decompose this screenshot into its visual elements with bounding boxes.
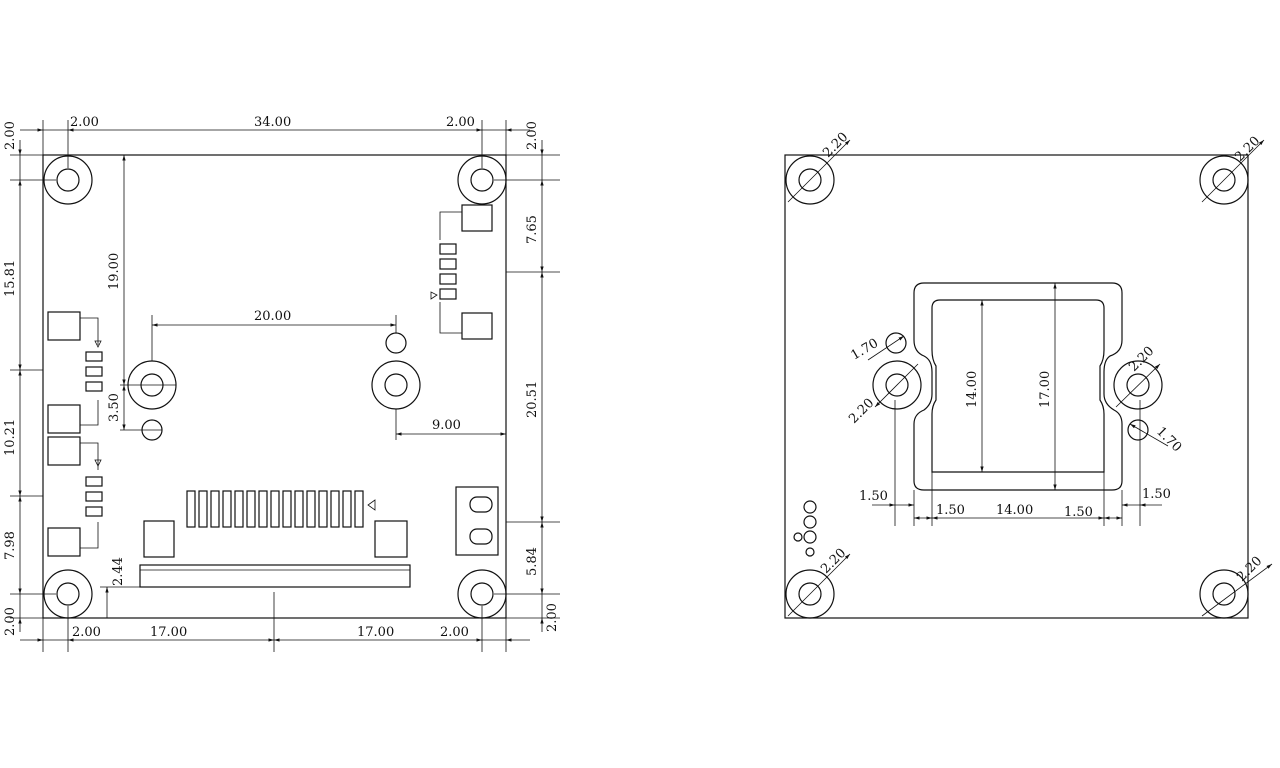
back-bottom-left-inner: 1.50 (936, 503, 965, 518)
back-corner-hole-tl: 2.20 (820, 130, 851, 161)
lens-holder-outline (913, 282, 1123, 491)
back-corner-holes (785, 139, 1273, 619)
fpc-pin (306, 490, 316, 528)
front-right-lower: 5.84 (525, 547, 540, 576)
fpc-pin (354, 490, 364, 528)
back-bottom-right-inner: 1.50 (1064, 505, 1093, 520)
front-left-lower: 7.98 (3, 531, 18, 560)
fpc-pin (258, 490, 268, 528)
back-dimension-labels: 2.20 2.20 2.20 2.20 2.20 2.20 1.70 1.70 … (818, 130, 1265, 585)
back-board-outline (784, 154, 1249, 619)
back-bottom-right-outer: 1.50 (1142, 487, 1171, 502)
front-bottom-right-margin: 2.00 (440, 625, 469, 640)
back-side-hole-right: 2.20 (1126, 344, 1157, 375)
front-right-bottom-margin: 2.00 (545, 603, 560, 632)
front-right-top-margin: 2.00 (525, 121, 540, 150)
back-led-holes (793, 500, 817, 557)
back-small-hole-left: 1.70 (849, 336, 882, 363)
front-dimension-lines (18, 128, 544, 642)
front-hole-spacing: 20.00 (254, 309, 291, 324)
fpc-pin (318, 490, 328, 528)
fpc-pin (342, 490, 352, 528)
back-bottom-dims (872, 400, 1162, 526)
left-connector-lower (47, 436, 103, 557)
back-window-inner-height: 14.00 (965, 371, 980, 408)
front-right-offset: 9.00 (432, 418, 461, 433)
fpc-pin (198, 490, 208, 528)
fpc-pin (282, 490, 292, 528)
fpc-connector-body (139, 499, 411, 588)
back-corner-hole-bl: 2.20 (818, 546, 849, 577)
fpc-pin (270, 490, 280, 528)
front-left-upper: 15.81 (3, 260, 18, 297)
front-top-width: 34.00 (254, 115, 291, 130)
front-top-right-margin: 2.00 (446, 115, 475, 130)
back-vertical-dims (980, 283, 1057, 490)
fpc-pin (210, 490, 220, 528)
back-view: 2.20 2.20 2.20 2.20 2.20 2.20 1.70 1.70 … (784, 130, 1273, 619)
front-left-bottom-margin: 2.00 (3, 607, 18, 636)
fpc-pin (294, 490, 304, 528)
front-dimension-labels: 2.00 34.00 2.00 2.00 17.00 17.00 2.00 2.… (3, 115, 560, 640)
fpc-pin (234, 490, 244, 528)
front-mounting-holes (43, 155, 507, 619)
back-bottom-window-width: 14.00 (996, 503, 1033, 518)
front-left-middle: 10.21 (3, 419, 18, 456)
fpc-pin (186, 490, 196, 528)
back-bottom-left-outer: 1.50 (859, 489, 888, 504)
front-bottom-left-margin: 2.00 (72, 625, 101, 640)
front-right-middle: 20.51 (525, 381, 540, 418)
back-side-hole-left: 2.20 (846, 396, 877, 427)
top-right-connector (430, 204, 493, 340)
front-top-left-margin: 2.00 (70, 115, 99, 130)
fpc-pin (330, 490, 340, 528)
front-hole-height: 19.00 (107, 253, 122, 290)
left-connector-upper (47, 311, 103, 434)
front-hole-offset: 3.50 (107, 393, 122, 422)
front-right-upper: 7.65 (525, 215, 540, 244)
front-bottom-right-half: 17.00 (357, 625, 394, 640)
right-side-component (455, 486, 499, 556)
fpc-connector (186, 490, 364, 528)
front-connector-height: 2.44 (111, 557, 126, 586)
front-bottom-left-half: 17.00 (150, 625, 187, 640)
fpc-pin (222, 490, 232, 528)
front-view: 2.00 34.00 2.00 2.00 17.00 17.00 2.00 2.… (3, 115, 560, 652)
front-left-top-margin: 2.00 (3, 121, 18, 150)
fpc-pin (246, 490, 256, 528)
back-side-holes (867, 332, 1169, 447)
front-board-outline (42, 154, 507, 619)
back-window-outer-height: 17.00 (1038, 371, 1053, 408)
front-extension-lines (10, 120, 560, 652)
